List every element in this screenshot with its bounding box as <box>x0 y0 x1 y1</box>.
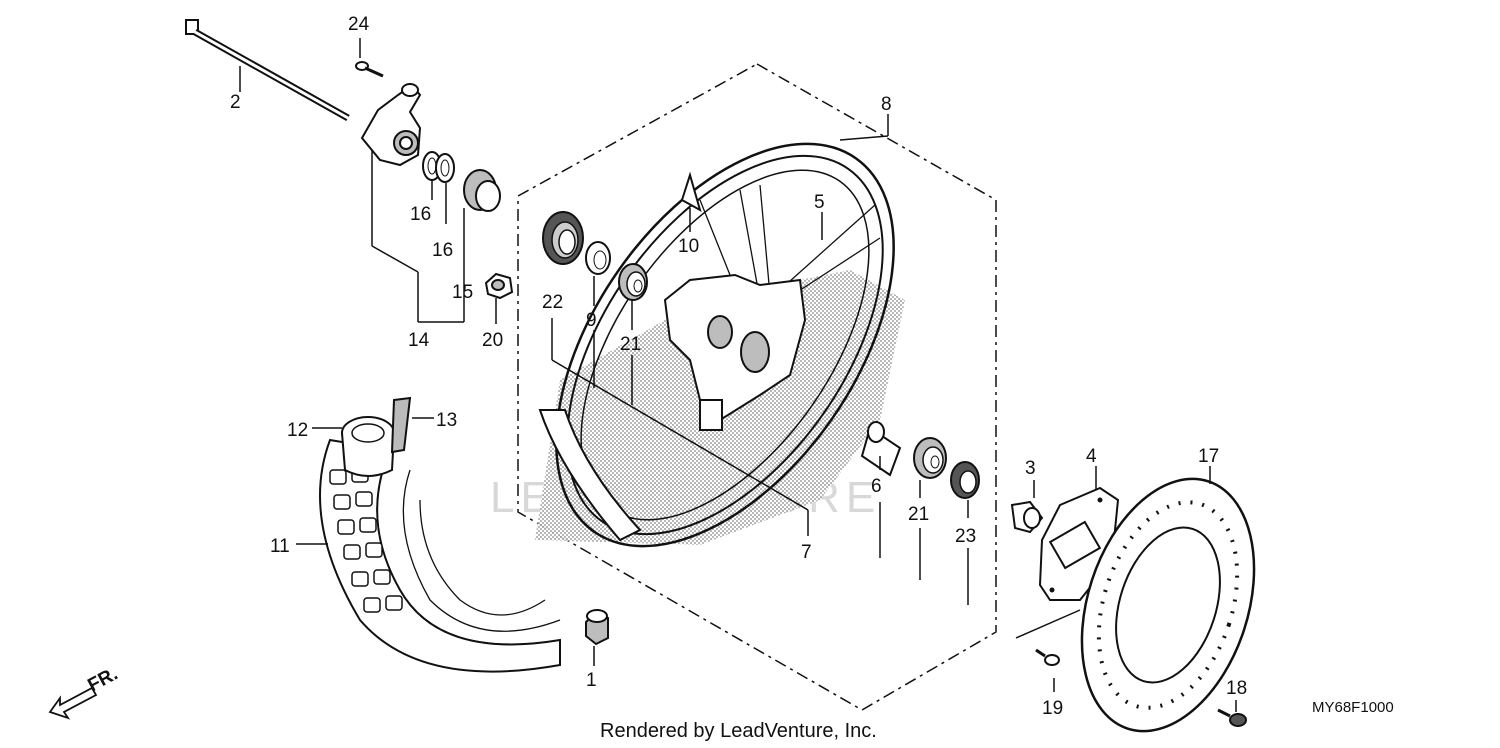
wheel-rim <box>538 142 895 548</box>
diagram-code: MY68F1000 <box>1312 699 1394 716</box>
bearing-21-right <box>913 437 947 479</box>
callout-3: 3 <box>1025 458 1036 479</box>
callout-18: 18 <box>1226 678 1247 699</box>
leader-lines <box>239 38 1237 712</box>
callout-17: 17 <box>1198 446 1219 467</box>
callout-2: 2 <box>230 92 241 113</box>
retainer-15 <box>463 169 501 212</box>
callout-21b: 21 <box>908 504 929 525</box>
bolt-19 <box>1035 648 1060 666</box>
gearbox <box>360 83 422 167</box>
callout-6: 6 <box>871 476 882 497</box>
front-direction-arrow: FR. <box>48 664 121 720</box>
callout-5: 5 <box>814 192 825 213</box>
retainer-9 <box>585 241 611 275</box>
brake-disk-17 <box>1080 477 1256 733</box>
inner-tube <box>341 416 395 477</box>
bolt-24 <box>355 61 384 78</box>
callout-16b: 16 <box>432 240 453 261</box>
callout-14: 14 <box>408 330 430 351</box>
nut-20 <box>484 272 514 300</box>
callout-12: 12 <box>287 420 308 441</box>
callout-22: 22 <box>542 292 563 313</box>
callout-20: 20 <box>482 330 503 351</box>
callout-21a: 21 <box>620 334 641 355</box>
callout-23: 23 <box>955 526 976 547</box>
distance-collar-6 <box>860 421 902 477</box>
callout-9: 9 <box>586 310 597 331</box>
callout-4: 4 <box>1086 446 1097 467</box>
callout-13: 13 <box>436 410 457 431</box>
axle <box>185 19 350 122</box>
callout-24: 24 <box>348 14 370 35</box>
callout-11: 11 <box>270 536 290 557</box>
bearing-21-left <box>618 263 648 301</box>
collar-3 <box>1010 500 1044 534</box>
bolt-18 <box>1217 708 1247 727</box>
callout-15: 15 <box>452 282 473 303</box>
callout-16a: 16 <box>410 204 431 225</box>
tube-valve <box>390 396 412 454</box>
callouts: 1 2 3 4 5 6 7 8 9 10 11 12 13 14 15 16 1… <box>230 14 1247 719</box>
callout-8: 8 <box>881 94 892 115</box>
callout-19: 19 <box>1042 698 1063 719</box>
callout-7: 7 <box>801 542 812 563</box>
footer-credit: Rendered by LeadVenture, Inc. <box>600 720 877 742</box>
dust-seal-23 <box>950 461 980 499</box>
callout-10: 10 <box>678 236 699 257</box>
hub <box>663 273 807 431</box>
callout-1: 1 <box>586 670 597 691</box>
dust-seal-22 <box>542 211 584 265</box>
valve-cap-1 <box>585 609 609 646</box>
washer-16b <box>435 153 455 183</box>
